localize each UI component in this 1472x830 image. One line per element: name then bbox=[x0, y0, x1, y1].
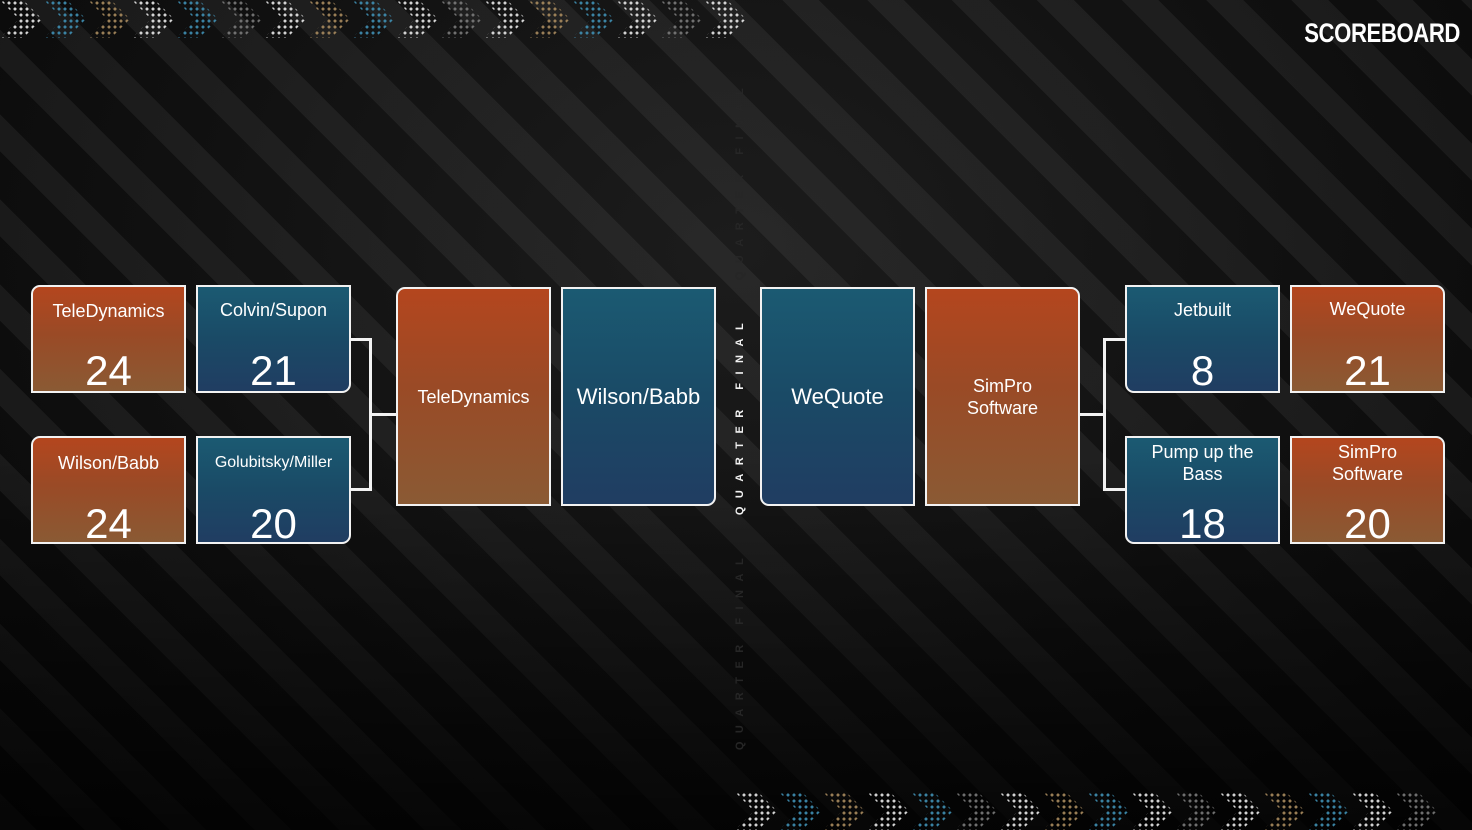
right-match1-team-b-card: WeQuote 21 bbox=[1290, 285, 1445, 393]
bottom-chevron-decoration bbox=[735, 792, 1472, 830]
team-score: 20 bbox=[250, 500, 297, 544]
right-match2-team-a-card: Pump up the Bass 18 bbox=[1125, 436, 1280, 544]
chevron-pattern-icon bbox=[1307, 792, 1349, 830]
team-name: Jetbuilt bbox=[1173, 300, 1232, 320]
chevron-pattern-icon bbox=[779, 792, 821, 830]
left-match1-team-a-card: TeleDynamics 24 bbox=[31, 285, 186, 393]
right-advancing-team-card: WeQuote bbox=[760, 287, 915, 506]
team-score: 18 bbox=[1179, 500, 1226, 544]
bracket-connector-line bbox=[351, 338, 372, 341]
team-name: Colvin/Supon bbox=[219, 300, 328, 320]
chevron-pattern-icon bbox=[1395, 792, 1437, 830]
left-match2-team-b-card: Golubitsky/Miller 20 bbox=[196, 436, 351, 544]
advancing-team-name: TeleDynamics bbox=[417, 386, 530, 407]
team-name: WeQuote bbox=[1329, 299, 1406, 319]
right-advancing-team-card: SimPro Software bbox=[925, 287, 1080, 506]
chevron-pattern-icon bbox=[1263, 792, 1305, 830]
bracket-connector-line bbox=[1103, 488, 1126, 491]
team-score: 21 bbox=[1344, 347, 1391, 393]
chevron-pattern-icon bbox=[88, 0, 130, 38]
left-advancing-team-card: TeleDynamics bbox=[396, 287, 551, 506]
chevron-pattern-icon bbox=[528, 0, 570, 38]
team-score: 24 bbox=[85, 500, 132, 544]
chevron-pattern-icon bbox=[911, 792, 953, 830]
left-match1-team-b-card: Colvin/Supon 21 bbox=[196, 285, 351, 393]
round-label: QUARTER FINAL QUARTER FINAL QUARTER FINA… bbox=[734, 80, 746, 750]
chevron-pattern-icon bbox=[867, 792, 909, 830]
chevron-pattern-icon bbox=[660, 0, 702, 38]
team-name: TeleDynamics bbox=[52, 301, 165, 321]
chevron-pattern-icon bbox=[220, 0, 262, 38]
chevron-pattern-icon bbox=[1175, 792, 1217, 830]
team-score: 21 bbox=[250, 347, 297, 393]
bracket-connector-line bbox=[1103, 338, 1126, 341]
chevron-pattern-icon bbox=[735, 792, 777, 830]
chevron-pattern-icon bbox=[1043, 792, 1085, 830]
chevron-pattern-icon bbox=[484, 0, 526, 38]
chevron-pattern-icon bbox=[264, 0, 306, 38]
bracket-connector-line bbox=[351, 488, 372, 491]
chevron-pattern-icon bbox=[1131, 792, 1173, 830]
chevron-pattern-icon bbox=[352, 0, 394, 38]
team-name: Wilson/Babb bbox=[57, 453, 160, 473]
advancing-team-name: Wilson/Babb bbox=[576, 383, 701, 409]
chevron-pattern-icon bbox=[1087, 792, 1129, 830]
bracket-connector-line bbox=[369, 413, 397, 416]
chevron-pattern-icon bbox=[823, 792, 865, 830]
advancing-team-name: WeQuote bbox=[791, 383, 884, 409]
right-match2-team-b-card: SimPro Software 20 bbox=[1290, 436, 1445, 544]
chevron-pattern-icon bbox=[1351, 792, 1393, 830]
team-score: 8 bbox=[1190, 347, 1215, 393]
chevron-pattern-icon bbox=[0, 0, 42, 38]
chevron-pattern-icon bbox=[308, 0, 350, 38]
chevron-pattern-icon bbox=[955, 792, 997, 830]
chevron-pattern-icon bbox=[999, 792, 1041, 830]
left-advancing-team-card: Wilson/Babb bbox=[561, 287, 716, 506]
right-match1-team-a-card: Jetbuilt 8 bbox=[1125, 285, 1280, 393]
scoreboard-logo: SCOREBOARD bbox=[1304, 18, 1460, 48]
round-label-text: QUARTER FINAL bbox=[734, 79, 746, 281]
team-score: 20 bbox=[1344, 500, 1391, 544]
team-name: Golubitsky/Miller bbox=[214, 454, 333, 471]
team-name: SimPro Software bbox=[1331, 442, 1404, 484]
team-score: 24 bbox=[85, 347, 132, 393]
chevron-pattern-icon bbox=[616, 0, 658, 38]
chevron-pattern-icon bbox=[44, 0, 86, 38]
left-match2-team-a-card: Wilson/Babb 24 bbox=[31, 436, 186, 544]
advancing-team-name: SimPro Software bbox=[966, 375, 1039, 418]
chevron-pattern-icon bbox=[396, 0, 438, 38]
top-chevron-decoration bbox=[0, 0, 746, 38]
bracket-connector-line bbox=[1080, 413, 1106, 416]
round-label-text: QUARTER FINAL bbox=[734, 314, 746, 516]
chevron-pattern-icon bbox=[1219, 792, 1261, 830]
chevron-pattern-icon bbox=[440, 0, 482, 38]
chevron-pattern-icon bbox=[176, 0, 218, 38]
round-label-text: QUARTER FINAL bbox=[734, 549, 746, 751]
chevron-pattern-icon bbox=[572, 0, 614, 38]
chevron-pattern-icon bbox=[132, 0, 174, 38]
team-name: Pump up the Bass bbox=[1151, 442, 1254, 484]
chevron-pattern-icon bbox=[704, 0, 746, 38]
bracket-connector-line bbox=[1103, 338, 1106, 491]
